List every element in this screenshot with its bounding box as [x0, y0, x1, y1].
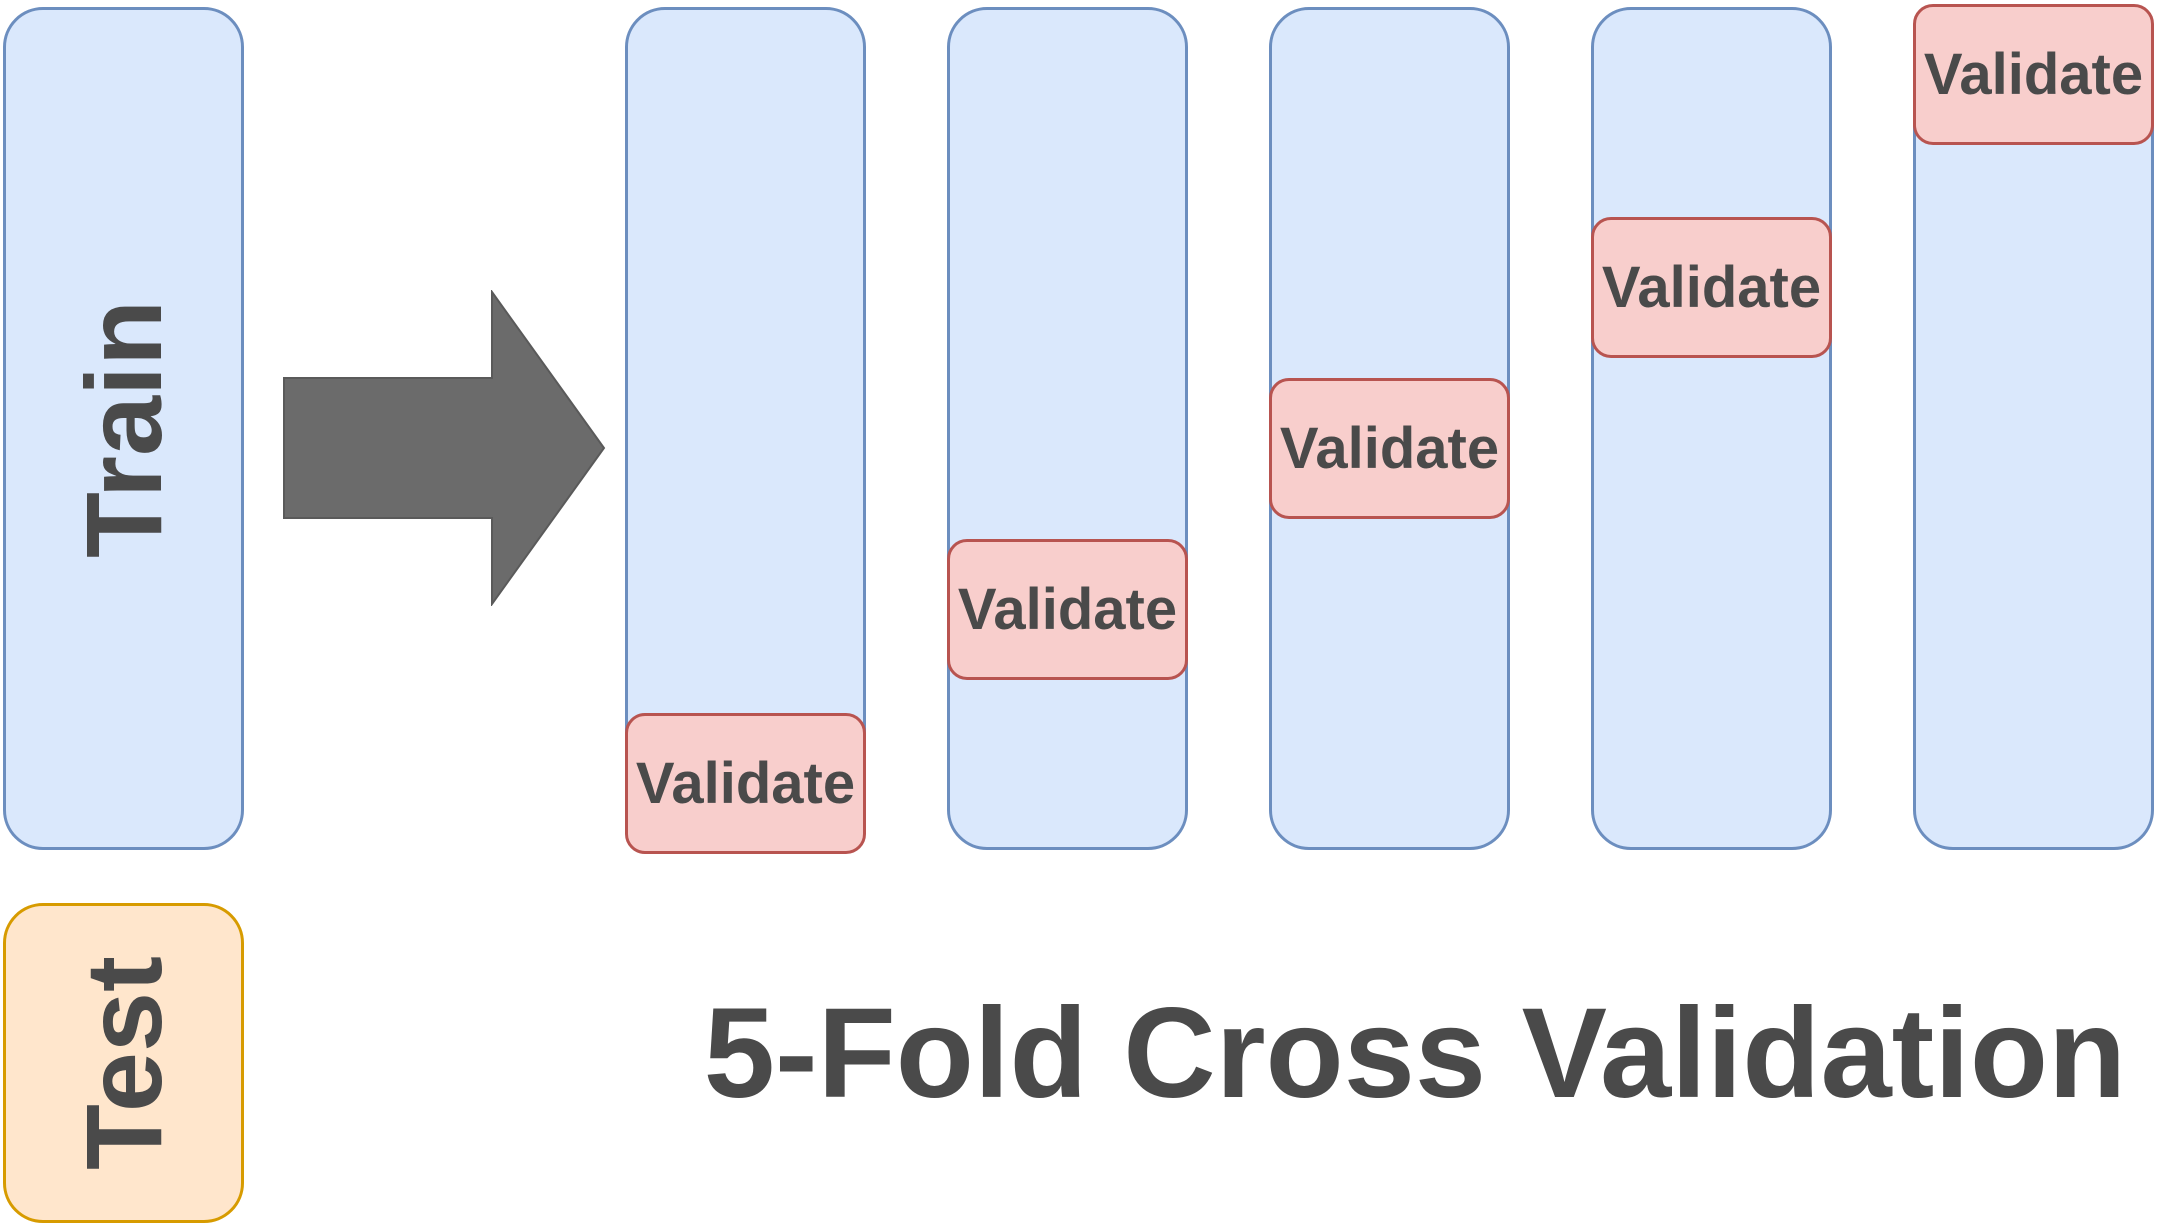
fold-1-validate-block: Validate — [625, 713, 866, 854]
diagram-title: 5-Fold Cross Validation — [703, 982, 2127, 1125]
fold-5-validate-block: Validate — [1913, 4, 2154, 145]
fold-5-train-column — [1913, 7, 2154, 850]
fold-4-train-column — [1591, 7, 1832, 850]
train-label: Train — [62, 299, 184, 558]
test-label: Test — [62, 955, 184, 1171]
arrow-shape — [283, 290, 606, 606]
fold-1-train-column — [625, 7, 866, 850]
test-box: Test — [3, 903, 244, 1223]
fold-2-validate-block: Validate — [947, 539, 1188, 680]
train-box: Train — [3, 7, 244, 850]
fold-2-train-column — [947, 7, 1188, 850]
fold-4-validate-block: Validate — [1591, 217, 1832, 358]
fold-3-validate-block: Validate — [1269, 378, 1510, 519]
right-arrow-icon — [283, 290, 606, 606]
